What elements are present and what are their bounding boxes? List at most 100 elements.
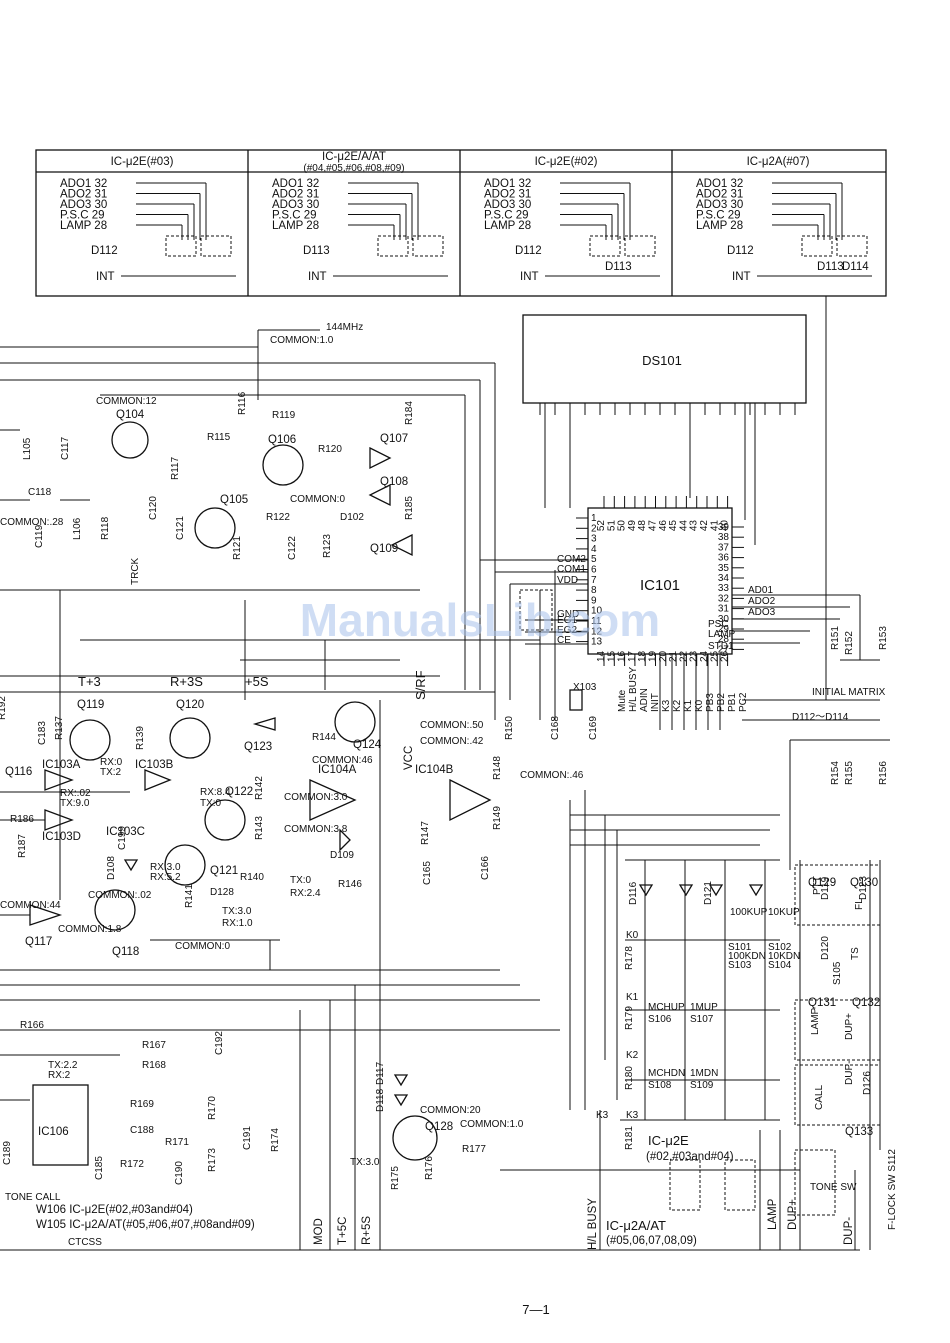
svg-text:D128: D128 <box>210 887 234 898</box>
svg-text:Q118: Q118 <box>112 946 139 958</box>
ic101-right-pin: 33 <box>718 583 730 594</box>
ic101-top-pin: 45 <box>668 520 679 532</box>
capacitor-label: C191 <box>242 1126 253 1150</box>
s111-box-2 <box>724 1159 756 1211</box>
ic101-left-pin: 4 <box>591 544 597 555</box>
voltage-note: COMMON:46 <box>312 755 373 766</box>
svg-text:+5S: +5S <box>245 674 269 689</box>
svg-text:T+5C: T+5C <box>337 1217 349 1245</box>
ic101-top-pin: 44 <box>678 520 689 532</box>
resistor-label: R146 <box>338 879 362 890</box>
voltage-note: COMMON:1.0 <box>460 1119 524 1130</box>
display-ds101 <box>522 314 807 404</box>
voltage-note: TX:9.0 <box>60 798 90 809</box>
ic101-bottom-label: PB1 <box>727 693 738 712</box>
svg-text:R+3S: R+3S <box>170 674 203 689</box>
svg-text:S101: S101 <box>728 942 752 953</box>
svg-text:(#05,06,07,08,09): (#05,06,07,08,09) <box>606 1235 697 1247</box>
svg-text:D116: D116 <box>628 881 639 905</box>
voltage-note: TX:0 <box>200 798 222 809</box>
resistor-label: R148 <box>492 756 503 780</box>
svg-text:Q129: Q129 <box>808 877 836 889</box>
voltage-note: TX:2 <box>100 767 122 778</box>
diode-label: D113 <box>817 261 844 273</box>
resistor-label: R142 <box>254 776 265 800</box>
int-label: INT <box>732 271 751 283</box>
ic101-bottom-pin: 25 <box>709 650 720 662</box>
voltage-note: COMMON:.50 <box>420 720 484 731</box>
svg-text:D108: D108 <box>106 856 117 880</box>
ic101-bottom-pin: 14 <box>596 650 607 662</box>
svg-text:S108: S108 <box>648 1080 672 1091</box>
svg-text:W105 IC-μ2A/AT(#05,#06,#07,#08: W105 IC-μ2A/AT(#05,#06,#07,#08and#09) <box>36 1219 255 1231</box>
variant-line: LAMP 28 <box>60 220 107 232</box>
voltage-note: COMMON:20 <box>420 1105 481 1116</box>
svg-text:Q131: Q131 <box>808 997 836 1009</box>
ic101-top-pin: 42 <box>699 520 710 532</box>
resistor-label: R186 <box>10 814 34 825</box>
svg-text:L106: L106 <box>72 517 83 540</box>
q120-symbol <box>169 717 211 759</box>
svg-text:Q119: Q119 <box>77 699 104 711</box>
resistor-label: R139 <box>135 726 146 750</box>
wiring <box>0 296 890 1251</box>
resistor-label: R154 <box>830 761 841 785</box>
resistor-label: R177 <box>462 1144 486 1155</box>
svg-text:S104: S104 <box>768 960 792 971</box>
watermark: ManualsLib.com <box>300 594 660 646</box>
ic101-label: IC101 <box>640 577 680 594</box>
ic103a-symbol <box>44 769 74 791</box>
variant-line: ADO3 30 <box>272 199 319 211</box>
svg-text:Q104: Q104 <box>116 409 145 421</box>
q107-symbol <box>369 446 392 470</box>
q121-symbol <box>164 844 206 886</box>
ic101-left-pin: 7 <box>591 575 597 586</box>
bottom-labels: TONE CALL W106 IC-μ2E(#02,#03and#04) W10… <box>5 687 898 1250</box>
ic101-bottom-pin: 26 <box>720 650 731 662</box>
ic101-left-label: EG2 <box>557 625 577 636</box>
svg-text:X103: X103 <box>573 682 597 693</box>
ic101-right-pin: 32 <box>718 593 730 604</box>
svg-text:CALL: CALL <box>814 1085 825 1110</box>
ic101-bottom-label: K2 <box>672 699 683 712</box>
voltage-note: COMMON:.42 <box>420 736 484 747</box>
resistor-labels: R115R116R117R118R119R120R121R122R123R137… <box>0 391 889 1190</box>
svg-text:VCC: VCC <box>403 746 415 770</box>
voltage-note: COMMON:3.8 <box>284 824 348 835</box>
ic101-top-pin: 48 <box>637 520 648 532</box>
svg-text:PTT: PTT <box>812 876 823 895</box>
ic101-left-pin: 5 <box>591 554 597 565</box>
svg-text:D119: D119 <box>820 876 831 900</box>
ic104b-symbol <box>449 778 492 822</box>
svg-text:K3: K3 <box>626 1110 639 1121</box>
svg-text:Q109: Q109 <box>370 543 398 555</box>
resistor-label: R169 <box>130 1099 154 1110</box>
resistor-label: R156 <box>878 761 889 785</box>
voltage-notes: COMMON:1.0144MHzCOMMON:12COMMON:0COMMON:… <box>0 322 584 1168</box>
svg-text:TRCK: TRCK <box>130 557 141 585</box>
variant-line: ADO3 30 <box>60 199 107 211</box>
ic101-left-label: COM1 <box>557 564 586 575</box>
svg-text:DUP-: DUP- <box>844 1061 855 1085</box>
ic101-right-pin: 37 <box>718 542 730 553</box>
resistor-label: R117 <box>170 456 181 480</box>
resistor-label: R187 <box>17 834 28 858</box>
capacitor-label: C166 <box>480 856 491 880</box>
svg-text:INITIAL MATRIX: INITIAL MATRIX <box>812 687 886 698</box>
q122-symbol <box>204 799 246 841</box>
svg-text:1MDN: 1MDN <box>690 1068 718 1079</box>
ic101-left-pin: 11 <box>591 616 602 627</box>
svg-text:Q106: Q106 <box>268 434 296 446</box>
resistor-label: R175 <box>390 1166 401 1190</box>
variant-line: ADO3 30 <box>484 199 531 211</box>
voltage-note: COMMON:.02 <box>88 890 152 901</box>
variant-line: ADO2 31 <box>60 189 107 201</box>
svg-text:10KDN: 10KDN <box>768 951 800 962</box>
svg-text:100KDN: 100KDN <box>728 951 766 962</box>
svg-text:Q123: Q123 <box>244 741 272 753</box>
ic101-left-pin: 10 <box>591 606 603 617</box>
variant-line: LAMP 28 <box>484 220 531 232</box>
capacitor-label: C121 <box>175 516 186 540</box>
ic101-right-label: ADO2 <box>748 596 776 607</box>
